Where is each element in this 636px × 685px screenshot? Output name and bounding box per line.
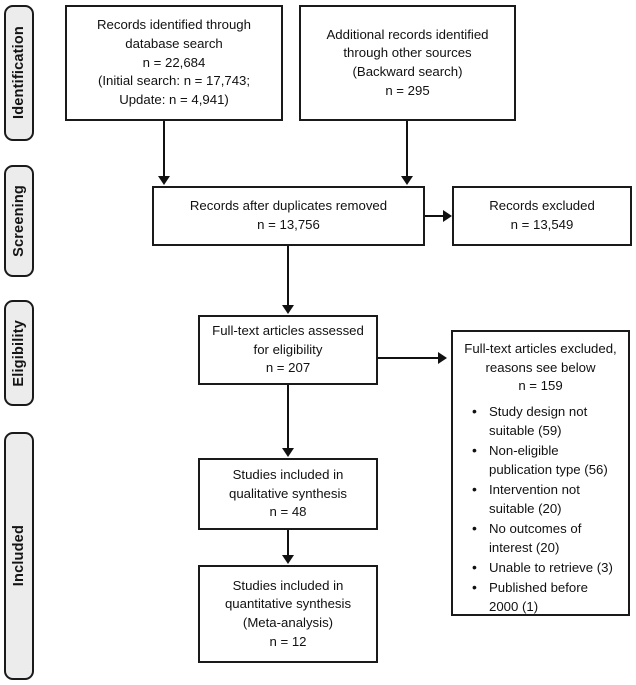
arrowhead-qualitative-to-quantitative [282,555,294,564]
list-item-label: No outcomes of interest (20) [489,521,582,555]
list-item: • Intervention not suitable (20) [472,481,618,518]
box-line: for eligibility [253,341,323,357]
box-records-identified-database-search: Records identified through database sear… [65,5,283,121]
box-line: Studies included in [232,577,344,593]
box-line: Records after duplicates removed [189,198,388,214]
box-line: n = 22,684 [142,54,206,70]
box-line: n = 13,549 [510,217,574,232]
box-line: (Backward search) [352,64,463,79]
box-line: n = 13,756 [257,217,320,232]
arrowhead-duplicates-to-excluded [443,210,452,222]
arrowhead-other-sources-to-duplicates [401,176,413,185]
excluded-reasons-list: • Study design not suitable (59) • Non-e… [459,403,622,618]
box-fulltext-articles-assessed: Full-text articles assessed for eligibil… [198,315,378,385]
connector-duplicates-to-excluded [425,215,445,217]
bullet-icon: • [472,559,477,576]
stage-tab-eligibility-label: Eligibility [11,319,27,387]
list-item: • Study design not suitable (59) [472,403,618,440]
box-line: through other sources [343,45,472,61]
box-line: Additional records identified [326,26,489,42]
list-item-label: Non-eligible publication type (56) [489,443,608,477]
box-records-after-duplicates-removed: Records after duplicates removed n = 13,… [152,186,425,246]
box-line: n = 159 [518,378,563,394]
connector-fulltext-to-excluded-reasons [378,357,440,359]
list-item: • Unable to retrieve (3) [472,559,618,578]
stage-tab-eligibility: Eligibility [4,300,34,406]
box-line: quantitative synthesis [224,596,352,612]
list-item: • No outcomes of interest (20) [472,520,618,557]
list-item-label: Study design not suitable (59) [489,404,588,438]
bullet-icon: • [472,442,477,459]
box-line: database search [125,35,223,51]
list-item-label: Intervention not suitable (20) [489,482,580,516]
connector-qualitative-to-quantitative [287,530,289,556]
box-line: Records excluded [489,198,595,214]
list-item: • Published before 2000 (1) [472,579,618,616]
stage-tab-identification: Identification [4,5,34,141]
box-line: reasons see below [485,359,596,375]
stage-tab-screening-label: Screening [11,185,27,257]
list-item-label: Unable to retrieve (3) [489,560,613,576]
bullet-icon: • [472,520,477,537]
box-records-excluded: Records excluded n = 13,549 [452,186,632,246]
stage-tab-included-label: Included [11,525,27,587]
box-line: Full-text articles assessed [212,322,364,338]
stage-tab-included: Included [4,432,34,680]
box-line: n = 12 [269,633,307,649]
bullet-icon: • [472,579,477,596]
bullet-icon: • [472,403,477,420]
connector-database-to-duplicates [163,121,165,177]
stage-tab-identification-label: Identification [11,26,27,120]
arrowhead-database-to-duplicates [158,176,170,185]
box-line: n = 207 [265,360,311,376]
box-line: n = 295 [385,82,430,98]
box-line: n = 48 [269,504,307,520]
box-line: Records identified through [97,17,251,33]
excluded-reasons-header: Full-text articles excluded, reasons see… [459,340,622,396]
bullet-icon: • [472,481,477,498]
box-line: (Initial search: n = 17,743; [97,73,251,89]
stage-tab-screening: Screening [4,165,34,277]
arrowhead-fulltext-to-qualitative [282,448,294,457]
box-studies-quantitative-synthesis: Studies included in quantitative synthes… [198,565,378,663]
box-fulltext-articles-excluded-reasons: Full-text articles excluded, reasons see… [451,330,630,616]
box-line: Full-text articles excluded, [464,341,617,356]
box-line: Update: n = 4,941) [119,92,229,108]
connector-duplicates-to-fulltext [287,246,289,306]
list-item: • Non-eligible publication type (56) [472,442,618,479]
connector-fulltext-to-qualitative [287,385,289,448]
arrowhead-fulltext-to-excluded-reasons [438,352,447,364]
box-additional-records-other-sources: Additional records identified through ot… [299,5,516,121]
box-line: qualitative synthesis [228,485,348,501]
list-item-label: Published before 2000 (1) [489,580,588,615]
box-line: Studies included in [232,466,344,482]
connector-other-sources-to-duplicates [406,121,408,177]
arrowhead-duplicates-to-fulltext [282,305,294,314]
box-studies-qualitative-synthesis: Studies included in qualitative synthesi… [198,458,378,530]
box-line: (Meta-analysis) [242,615,334,630]
